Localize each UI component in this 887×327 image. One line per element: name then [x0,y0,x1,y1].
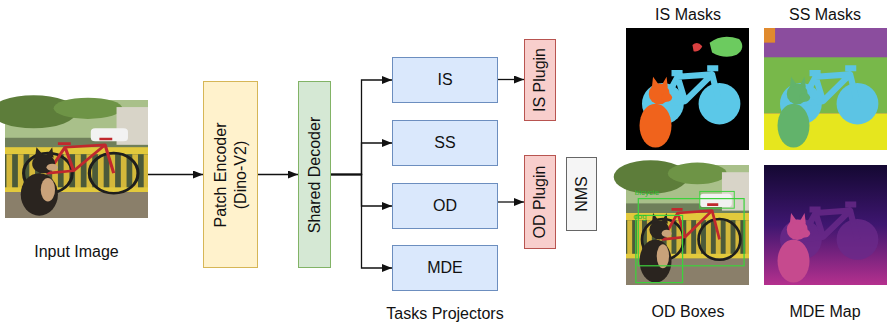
od-boxes-image [700,191,734,208]
task-projector: IS [392,57,498,103]
image-title: OD Boxes [652,302,725,321]
flow-arrow [258,174,298,175]
box-label: Shared Decoder [305,90,325,260]
input-photo [0,95,148,218]
group-label: Tasks Projectors [386,304,503,323]
box-label: OD [433,196,457,216]
flow-arrow [331,175,392,269]
detection-label: dog [633,212,646,222]
encoder-box: Patch Encoder (Dino-V2) [203,81,258,268]
input-photo [0,95,148,218]
box-label: Patch Encoder (Dino-V2) [211,116,251,234]
flow-arrow [148,174,203,175]
plugin-box: OD Plugin [524,155,556,249]
image-title: SS Masks [789,5,861,24]
ss-mask-image [764,28,887,150]
task-projector: MDE [392,245,498,291]
mde-map-image [764,165,887,285]
od-boxes-image [614,160,749,285]
is-mask-image [626,28,749,150]
ss-mask-image [778,77,811,148]
image-title: IS Masks [655,5,721,24]
image-title: MDE Map [789,302,860,321]
od-boxes-image [636,215,683,282]
od-boxes-image [614,160,749,285]
flow-arrow [498,201,524,202]
image-caption: Input Image [34,242,119,262]
flow-arrow [498,79,524,80]
box-label: OD Plugin [530,160,550,244]
box-label: IS Plugin [530,44,550,116]
mde-map-image [778,213,811,283]
is-mask-image [692,43,702,51]
is-mask-image [710,37,743,57]
flow-arrow [331,143,392,175]
task-projector: SS [392,120,498,166]
box-label: IS [437,70,452,90]
is-mask-image [626,28,749,150]
od-boxes-image [638,199,744,266]
plugin-box: IS Plugin [524,39,556,121]
nms-box: NMS [566,157,597,231]
is-mask-image [640,77,673,148]
input-image: Input Image [5,100,148,218]
task-projector: OD [392,183,498,229]
ss-mask-image [764,28,887,150]
ss-mask-image [764,28,775,43]
mde-map-image [764,165,887,285]
decoder-box: Shared Decoder [298,81,331,268]
box-label: SS [434,133,455,153]
box-label: NMS [572,162,592,226]
detection-label: bicycle [635,188,659,198]
box-label: MDE [427,258,463,278]
flow-arrow [331,80,392,175]
